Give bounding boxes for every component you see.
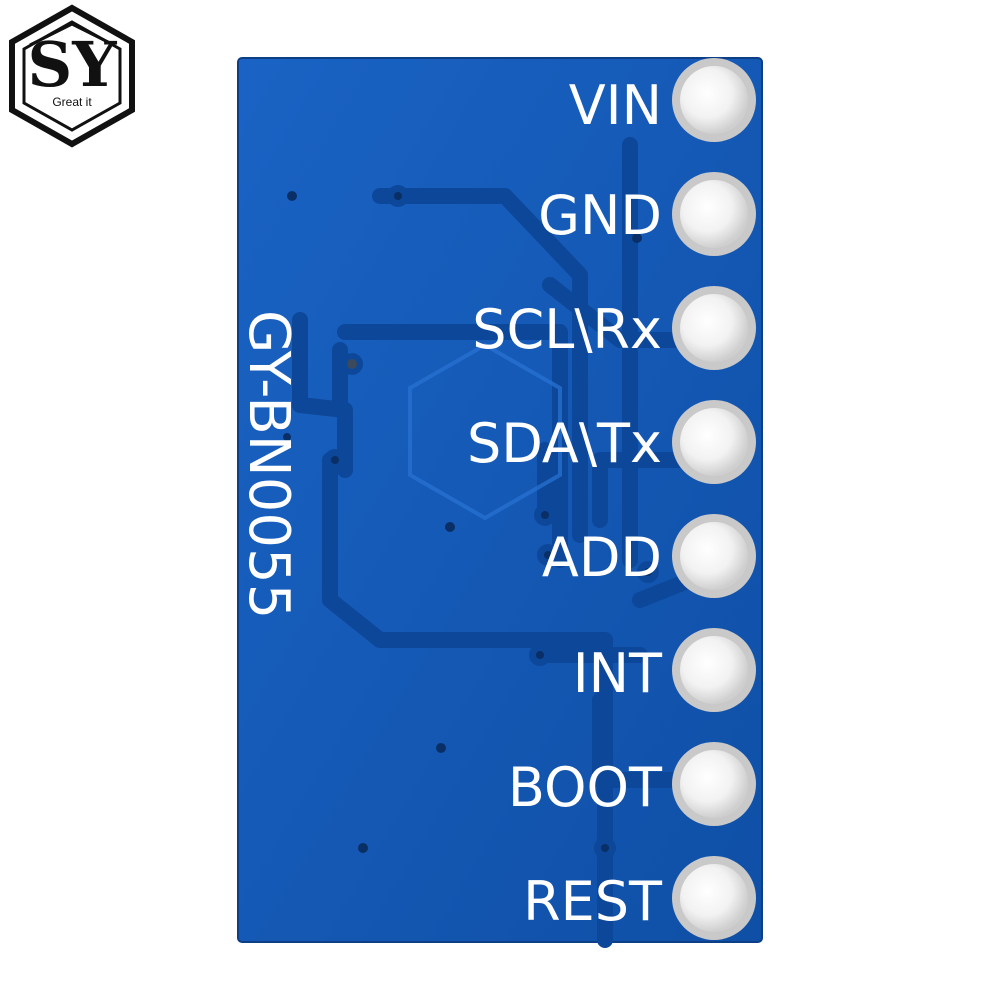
silkscreen-logo (408, 342, 562, 521)
logo-tagline: Great it (52, 95, 92, 109)
pin-pad-boot (672, 742, 756, 826)
pin-pad-scl-rx (672, 286, 756, 370)
pin-label-boot: BOOT (508, 756, 663, 819)
pin-pad-gnd (672, 172, 756, 256)
pin-label-sda-tx: SDA\Tx (467, 412, 662, 475)
pin-pad-sda-tx (672, 400, 756, 484)
pin-pad-int (672, 628, 756, 712)
pcb-traces (292, 137, 723, 948)
pin-label-int: INT (573, 642, 663, 705)
pin-label-vin: VIN (569, 74, 662, 137)
pin-label-rest: REST (523, 870, 663, 933)
logo-letters: SY (27, 28, 117, 101)
header-pads (672, 58, 756, 940)
pin-pad-rest (672, 856, 756, 940)
pin-pad-add (672, 514, 756, 598)
pin-pad-vin (672, 58, 756, 142)
pcb-board: GY-BN0055 VIN GND SCL\Rx SDA\Tx ADD INT … (236, 57, 763, 948)
brand-logo: SY Great it (9, 4, 135, 148)
pin-label-add: ADD (542, 526, 662, 589)
pin-label-scl-rx: SCL\Rx (472, 298, 662, 361)
vias (283, 185, 659, 859)
pin-label-gnd: GND (538, 184, 662, 247)
board-model-label: GY-BN0055 (236, 310, 301, 619)
pin-labels: VIN GND SCL\Rx SDA\Tx ADD INT BOOT REST (467, 74, 663, 933)
